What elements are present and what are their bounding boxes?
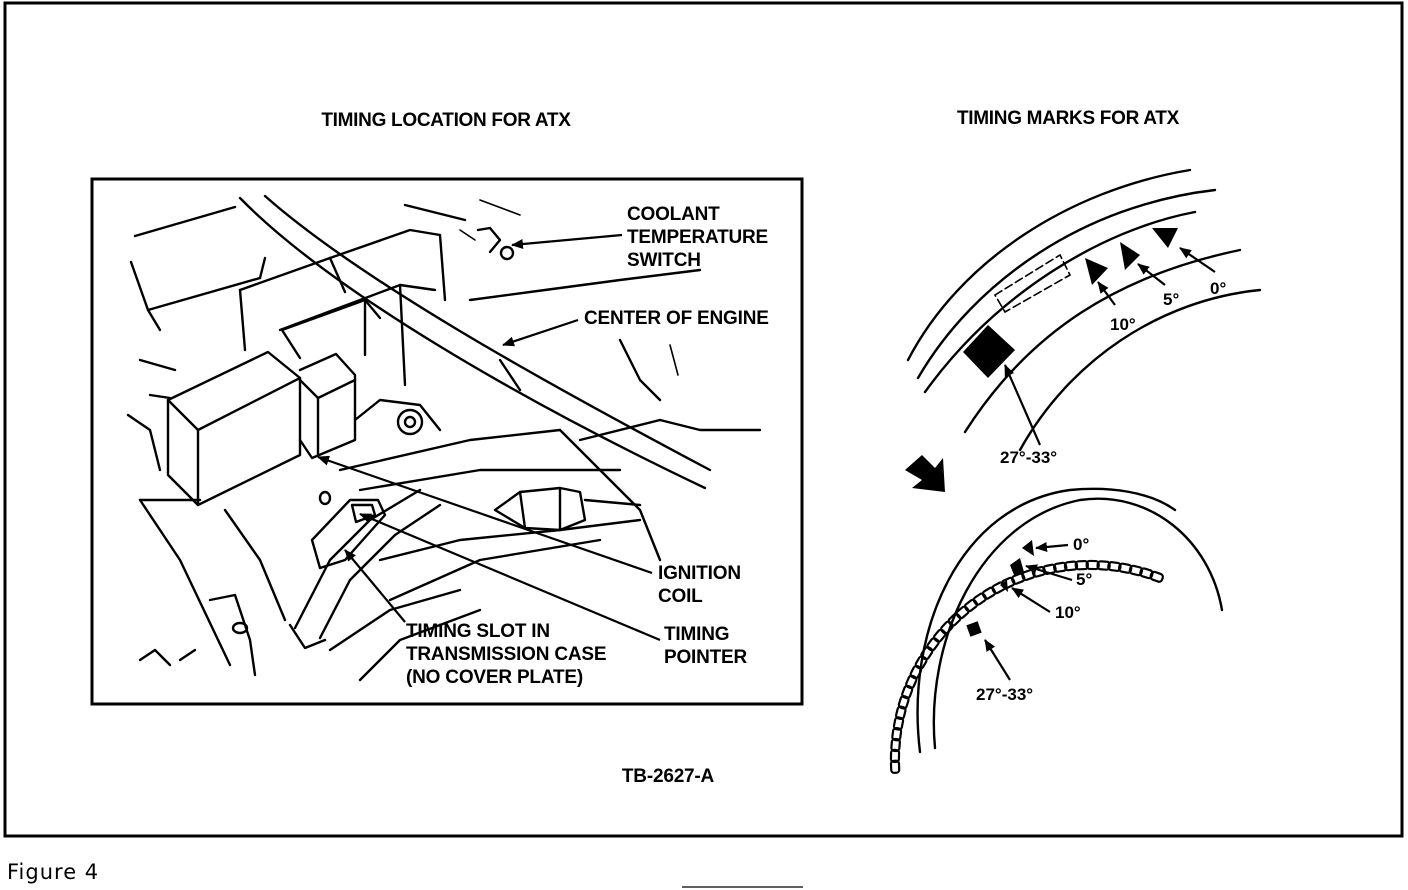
top-label-0: 0° [1210, 279, 1226, 298]
timing-marks-closeup: 10° 5° 0° 27°-33° [906, 168, 1262, 467]
timing-pointer-arrow [359, 512, 661, 642]
mark-5-bottom [1010, 558, 1024, 575]
mark-5-top [1120, 242, 1140, 270]
top-label-5: 5° [1163, 290, 1179, 309]
gear-tooth [955, 605, 970, 620]
ignition-label-line1: IGNITION [658, 563, 741, 584]
timing-slot-arrow [344, 549, 406, 623]
gear-tooth [926, 637, 940, 652]
top-label-range: 27°-33° [1000, 448, 1057, 467]
left-panel-title: TIMING LOCATION FOR ATX [321, 110, 571, 131]
range-mark-square-bottom [966, 621, 982, 637]
gear-teeth [889, 559, 1164, 774]
coolant-switch-arrow [511, 233, 623, 249]
gear-tooth [963, 598, 979, 613]
flywheel-outer-arc [906, 168, 1192, 362]
view-direction-arrow [905, 455, 945, 492]
engine-illustration: COOLANT TEMPERATURE SWITCH CENTER OF ENG… [90, 177, 804, 706]
reference-code: TB-2627-A [622, 766, 715, 787]
timing-slot-label-line3: (NO COVER PLATE) [406, 667, 583, 688]
coolant-label-line1: COOLANT [627, 204, 720, 225]
gear-tooth [895, 705, 907, 721]
gear-tooth [890, 737, 901, 753]
gear-tooth [940, 620, 954, 635]
right-panel-title: TIMING MARKS FOR ATX [957, 108, 1180, 129]
engine-centerline [238, 196, 707, 490]
flywheel-ring-gear: 0° 5° 10° 27°-33° [889, 487, 1224, 774]
timing-slot-label-line1: TIMING SLOT IN [406, 621, 550, 642]
gear-tooth [1010, 572, 1026, 585]
coolant-label-line3: SWITCH [627, 250, 701, 271]
gear-tooth [1149, 570, 1164, 583]
engine-block-drawing [126, 199, 762, 682]
timing-pointer-label-line1: TIMING [664, 624, 729, 645]
bottom-label-5: 5° [1076, 570, 1092, 589]
bottom-label-0: 0° [1073, 535, 1089, 554]
gear-tooth [891, 726, 903, 742]
gear-inner-arc [932, 497, 1224, 750]
gear-tooth [920, 646, 934, 661]
gear-tooth [947, 612, 962, 627]
center-engine-arrow [502, 318, 579, 347]
mark-0-bottom [1022, 540, 1034, 556]
coolant-label-line2: TEMPERATURE [627, 227, 768, 248]
gear-tooth [1128, 564, 1144, 577]
gear-tooth [897, 695, 910, 710]
timing-pointer-label-line2: POINTER [664, 647, 748, 668]
center-engine-label: CENTER OF ENGINE [584, 308, 769, 329]
figure-caption: Figure 4 [7, 860, 99, 884]
illustration-border [90, 177, 804, 706]
bottom-label-range: 27°-33° [976, 685, 1033, 704]
mark-10-top [1085, 258, 1108, 285]
outer-border [3, 1, 1404, 838]
range-mark-square-top [963, 325, 1015, 378]
ignition-label-line2: COIL [658, 586, 703, 607]
gear-tooth [1063, 560, 1079, 572]
bottom-label-10: 10° [1055, 603, 1081, 622]
gear-tooth [1052, 561, 1068, 573]
ignition-coil-drawing [166, 298, 382, 507]
top-label-10: 10° [1110, 315, 1136, 334]
mark-10-bottom [1000, 580, 1008, 592]
mark-0-top [1152, 228, 1178, 248]
coolant-switch-drawing [459, 226, 515, 261]
gear-tooth [1139, 567, 1154, 580]
gear-tooth [905, 674, 918, 690]
timing-slot-label-line2: TRANSMISSION CASE [406, 644, 606, 665]
timing-slot-outline [993, 253, 1072, 314]
gear-tooth [1096, 560, 1111, 571]
ignition-coil-arrow [317, 455, 653, 575]
